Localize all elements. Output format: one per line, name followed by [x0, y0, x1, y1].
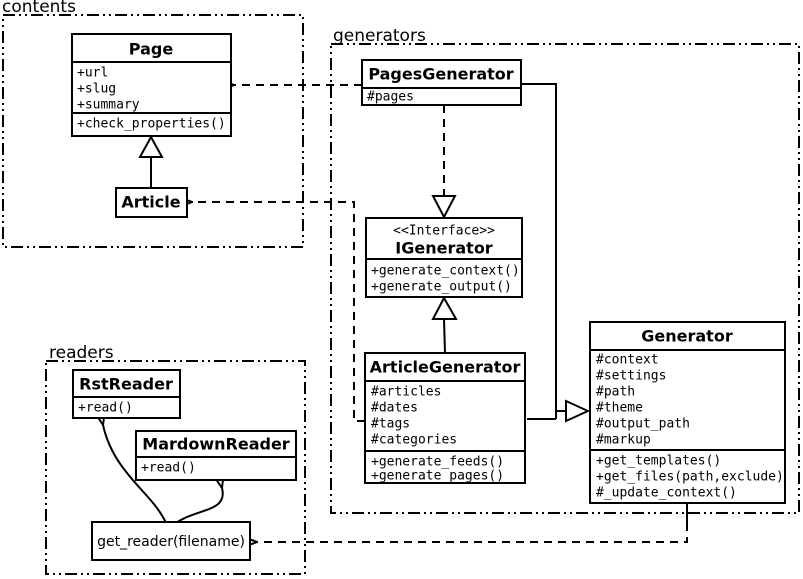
- igenerator-method-generate-context: +generate_context(): [371, 264, 520, 279]
- pagesgenerator-class: PagesGenerator #pages: [361, 59, 522, 106]
- igenerator-class-name: IGenerator: [395, 239, 493, 258]
- readers-package-border: [45, 360, 306, 575]
- page-attr-url: +url: [77, 66, 108, 81]
- igenerator-class-box: [365, 217, 523, 298]
- mardownreader-class: MardownReader +read(): [135, 430, 297, 481]
- igenerator-interface: <<Interface>> IGenerator +generate_conte…: [365, 217, 523, 298]
- articlegenerator-article-dependency-line: [192, 202, 365, 422]
- pagesgenerator-class-box: [361, 59, 522, 106]
- articlegenerator-method-generate-feeds: +generate_feeds(): [371, 455, 504, 470]
- getreader-rstreader-arrow: [103, 425, 167, 524]
- articlegenerator-attr-dates: #dates: [371, 401, 418, 416]
- pagesgenerator-attr-pages: #pages: [367, 90, 414, 105]
- articlegenerator-igenerator-inheritance-line: [443, 318, 446, 354]
- generator-attr-context: #context: [596, 353, 659, 368]
- getreader-function: get_reader(filename): [91, 521, 251, 561]
- mardownreader-class-box: [135, 430, 297, 481]
- generator-class-name: Generator: [641, 327, 733, 346]
- rstreader-class-box: [72, 369, 181, 419]
- page-attr-summary: +summary: [77, 98, 140, 113]
- article-class: Article: [115, 187, 188, 218]
- rstreader-class: RstReader +read(): [72, 369, 181, 419]
- generator-class: Generator #context #settings #path #them…: [589, 321, 786, 504]
- generators-package-label: generators: [333, 26, 426, 46]
- articlegenerator-class-box: [364, 352, 526, 484]
- articlegenerator-attr-categories: #categories: [371, 433, 457, 448]
- getreader-mardownreader-arrow: [175, 488, 223, 524]
- rstreader-class-name: RstReader: [79, 375, 173, 394]
- article-class-name: Article: [121, 193, 180, 212]
- igenerator-method-generate-output: +generate_output(): [371, 280, 512, 295]
- generators-package-border: [330, 43, 800, 514]
- generator-attr-theme: #theme: [596, 401, 643, 416]
- contents-package-label: contents: [2, 0, 76, 17]
- igenerator-realization-triangle: [431, 195, 457, 220]
- readers-package-label: readers: [49, 343, 114, 363]
- articlegenerator-method-generate-pages: +generate_pages(): [371, 469, 504, 484]
- generator-method-get-files: +get_files(path,exclude): [596, 470, 784, 485]
- igenerator-stereotype: <<Interface>>: [393, 224, 495, 239]
- generator-method-update-context: #_update_context(): [596, 486, 737, 501]
- getreader-box: [91, 521, 251, 561]
- page-inheritance-triangle: [138, 134, 164, 158]
- mardownreader-method-read: +read(): [141, 461, 196, 476]
- generator-attr-path: #path: [596, 385, 635, 400]
- generator-getreader-dependency-line: [257, 523, 688, 542]
- page-method-check-properties: +check_properties(): [77, 117, 226, 132]
- getreader-label: get_reader(filename): [97, 534, 245, 550]
- generator-inheritance-triangle: [565, 399, 591, 423]
- pagesgenerator-generator-inheritance-line: [521, 83, 557, 419]
- articlegenerator-class: ArticleGenerator #articles #dates #tags …: [364, 352, 526, 484]
- contents-package-border: [2, 14, 304, 248]
- igenerator-inheritance-triangle: [431, 295, 458, 320]
- page-class: Page +url +slug +summary +check_properti…: [71, 33, 232, 137]
- generator-attr-settings: #settings: [596, 369, 666, 384]
- generator-method-get-templates: +get_templates(): [596, 454, 721, 469]
- page-class-name: Page: [129, 40, 174, 59]
- article-class-box: [115, 187, 188, 218]
- articlegenerator-attr-articles: #articles: [371, 385, 441, 400]
- page-attr-slug: +slug: [77, 82, 116, 97]
- articlegenerator-class-name: ArticleGenerator: [370, 358, 521, 377]
- pagesgenerator-class-name: PagesGenerator: [368, 65, 513, 84]
- page-class-box: [71, 33, 232, 137]
- articlegenerator-attr-tags: #tags: [371, 417, 410, 432]
- generator-attr-markup: #markup: [596, 433, 651, 448]
- generator-attr-output-path: #output_path: [596, 417, 690, 432]
- generator-class-box: [589, 321, 786, 504]
- mardownreader-class-name: MardownReader: [142, 435, 290, 454]
- rstreader-method-read: +read(): [78, 401, 133, 416]
